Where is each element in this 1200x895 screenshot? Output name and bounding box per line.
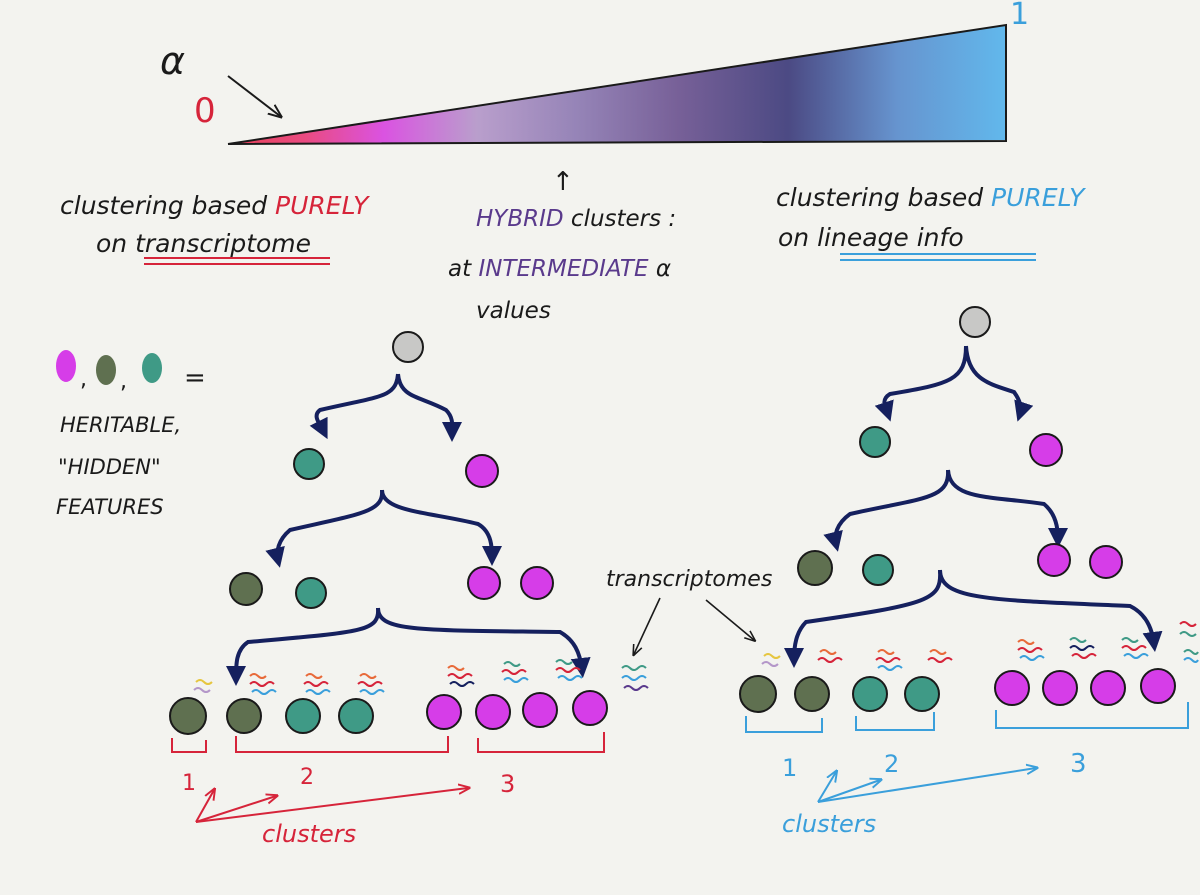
left-gen2-magenta-cell-b [520,566,554,600]
right-label-on: on [778,223,817,252]
right-leaf-olive-1 [739,675,777,713]
legend-line-3: FEATURES [56,495,164,519]
left-label: clustering based PURELY on transcriptome [60,191,370,265]
middle-intermediate: INTERMEDIATE [478,256,649,282]
svg-text:,: , [80,367,87,392]
right-leaf-teal-1 [852,676,888,712]
svg-text:,: , [120,369,127,394]
legend-equals: = [184,363,206,393]
middle-hybrid: HYBRID [476,206,564,232]
middle-alpha: α [649,256,671,282]
left-label-on: on [96,229,135,258]
right-cluster-number-3: 3 [1070,749,1087,779]
right-leaf-magenta-4 [1140,668,1176,704]
right-gen2-magenta-cell-a [1037,543,1071,577]
left-cluster-number-2: 2 [300,765,314,790]
svg-text:HYBRID clusters :: HYBRID clusters : [476,206,676,232]
right-gen2-magenta-cell-b [1089,545,1123,579]
legend-line-2: "HIDDEN" [58,455,161,479]
right-label-lineage: lineage info [817,223,964,252]
right-root-cell [959,306,991,338]
right-leaf-magenta-3 [1090,670,1126,706]
right-label-purely: PURELY [991,183,1086,212]
alpha-max-label: 1 [1010,0,1029,32]
alpha-scale: α 0 1 [160,0,1029,145]
right-gen1-teal-cell [859,426,891,458]
left-leaf-magenta-2 [475,694,511,730]
middle-values: values [476,298,551,324]
right-leaf-magenta-2 [1042,670,1078,706]
left-gen2-olive-cell [229,572,263,606]
left-transcriptome-squiggles [193,659,649,695]
left-gen2-teal-cell [295,577,327,609]
right-label: clustering based PURELY on lineage info [776,183,1086,261]
alpha-min-label: 0 [194,91,216,131]
legend-line-1: HERITABLE, [60,413,181,437]
left-leaf-magenta-3 [522,692,558,728]
left-leaf-olive-2 [226,698,262,734]
right-cluster-brackets [745,702,1189,733]
svg-text:at INTERMEDIATE α: at INTERMEDIATE α [448,256,671,282]
right-clusters-caption: clusters [782,810,876,838]
right-transcriptome-squiggles [761,621,1199,671]
alpha-pointer-arrow [227,75,280,116]
left-leaf-magenta-4 [572,690,608,726]
svg-text:clustering based PURELY: clustering based PURELY [60,191,370,220]
left-lineage-tree: 1 2 3 clusters [169,331,649,848]
left-cluster-arrows [195,788,468,823]
left-leaf-teal-1 [285,698,321,734]
transcriptomes-label: transcriptomes [606,567,772,592]
right-cluster-number-1: 1 [782,754,797,782]
left-gen1-magenta-cell [465,454,499,488]
right-gen1-magenta-cell [1029,433,1063,467]
right-leaf-magenta-1 [994,670,1030,706]
middle-at: at [448,256,478,282]
left-label-transcriptome: transcriptome [135,229,311,258]
left-cluster-brackets [171,732,605,753]
right-cluster-arrows [817,768,1036,803]
svg-text:on lineage info: on lineage info [778,223,964,252]
svg-text:on transcriptome: on transcriptome [96,229,311,258]
left-leaf-olive-1 [169,697,207,735]
right-gen2-teal-cell [862,554,894,586]
svg-text:clustering based PURELY: clustering based PURELY [776,183,1086,212]
middle-up-arrow: ↑ [552,167,574,197]
right-leaf-teal-2 [904,676,940,712]
right-leaf-olive-2 [794,676,830,712]
left-leaf-teal-2 [338,698,374,734]
left-label-prefix: clustering based [60,191,275,220]
right-gen2-olive-cell [797,550,833,586]
right-label-prefix: clustering based [776,183,991,212]
legend-magenta-swatch [56,350,76,382]
legend-olive-swatch [96,355,116,385]
left-gen1-teal-cell [293,448,325,480]
left-gen2-magenta-cell-a [467,566,501,600]
left-label-purely: PURELY [275,191,370,220]
right-lineage-tree: 1 2 3 clusters [739,306,1199,838]
middle-clusters: clusters : [564,206,677,232]
right-cluster-number-2: 2 [884,750,899,778]
alpha-symbol: α [160,39,185,83]
left-cluster-number-3: 3 [500,770,515,798]
left-leaf-magenta-1 [426,694,462,730]
left-root-cell [392,331,424,363]
legend: , , = HERITABLE, "HIDDEN" FEATURES [56,350,206,519]
legend-teal-swatch [142,353,162,383]
middle-label: ↑ HYBRID clusters : at INTERMEDIATE α va… [448,167,676,324]
left-clusters-caption: clusters [262,820,356,848]
left-cluster-number-1: 1 [182,771,196,796]
transcriptomes-annotation: transcriptomes [606,567,772,654]
